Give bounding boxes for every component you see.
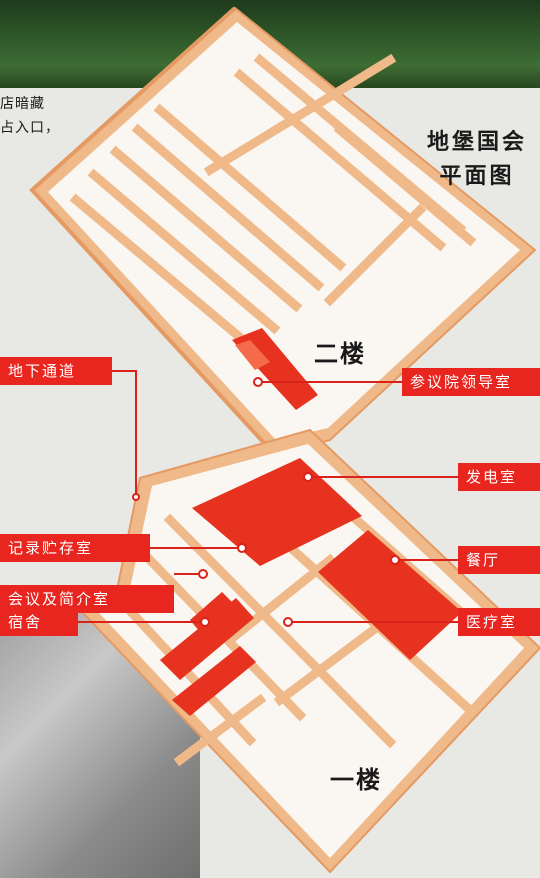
upper-floor-plan (29, 6, 537, 457)
label-records-storage: 记录贮存室 (0, 534, 150, 562)
label-dormitory: 宿舍 (0, 608, 78, 636)
title-line-2: 平面图 (439, 164, 515, 189)
diagram-title: 地堡国会 平面图 (418, 126, 536, 194)
floor-label-lower: 一楼 (330, 766, 382, 794)
conference-room-area (160, 598, 254, 680)
intro-line-2: 占入口， (0, 120, 60, 136)
power-room-area (192, 458, 362, 566)
label-senate-leader-room: 参议院领导室 (402, 368, 540, 396)
lower-floor-plan (80, 428, 540, 874)
intro-line-1: 店暗藏 (0, 96, 45, 112)
leader-lines (78, 370, 458, 623)
label-underground-passage: 地下通道 (0, 357, 112, 385)
label-medical-room: 医疗室 (458, 608, 540, 636)
label-power-room: 发电室 (458, 463, 540, 491)
label-dining-hall: 餐厅 (458, 546, 540, 574)
dining-hall-area (318, 530, 462, 660)
title-line-1: 地堡国会 (426, 130, 527, 155)
dormitory-area (172, 646, 256, 716)
floor-label-upper: 二楼 (314, 340, 366, 368)
